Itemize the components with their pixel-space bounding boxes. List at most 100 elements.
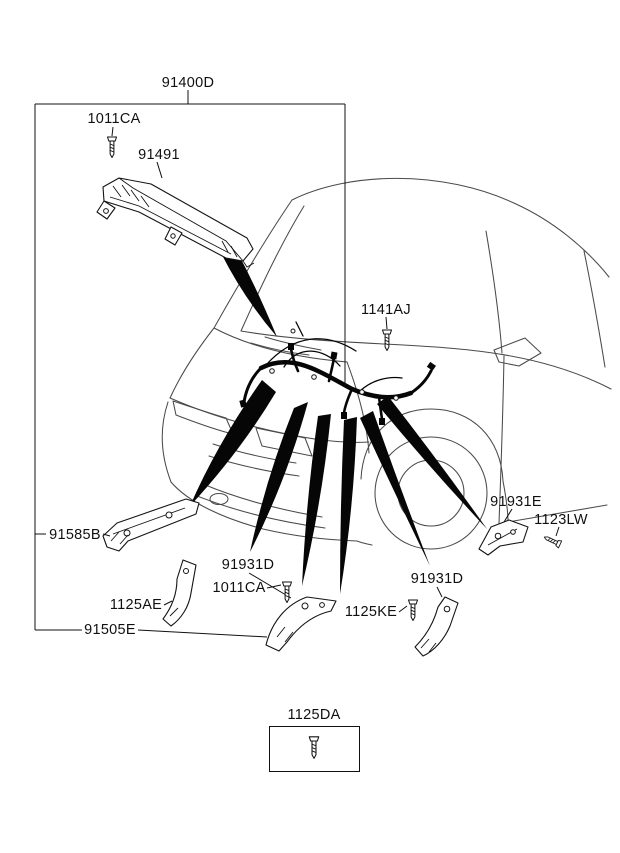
part-labels: 91400D 1011CA 91491 1141AJ 91931E 1123LW… [49, 75, 588, 723]
pointer-arrow-bracket-91931e [377, 396, 487, 529]
harness-connector [379, 418, 385, 425]
bracket-lower-right-hole [443, 605, 451, 613]
crossmember-hole [103, 208, 109, 214]
label-91505e: 91505E [84, 622, 136, 638]
crossmember-hole [170, 233, 176, 239]
bracket-right-body [478, 519, 529, 556]
harness-trunk [258, 359, 414, 400]
part-rail-left [102, 498, 200, 552]
wiper-arm-2 [264, 336, 322, 351]
leader-bolt-lower [398, 605, 408, 613]
pointer-arrows [190, 244, 487, 594]
leader-bracket-lower-right [436, 586, 443, 598]
label-91931e: 91931E [490, 494, 542, 510]
part-bracket-right [478, 519, 529, 556]
screw-1125ke [408, 599, 418, 621]
boxed-part-frame [269, 726, 360, 772]
pointer-arrow-bracket-mid-1 [250, 402, 308, 552]
harness-branch [289, 347, 300, 373]
crossmember-end-tab [242, 260, 255, 268]
leader-rail-lower [35, 629, 268, 638]
wiper-arm-1 [250, 342, 310, 356]
label-91931d-mid: 91931D [222, 557, 275, 573]
screw-1125da [308, 736, 320, 759]
wheel-arch [360, 408, 504, 482]
label-1123lw: 1123LW [534, 512, 588, 528]
pointer-arrow-rail-left [190, 380, 276, 506]
label-1125da: 1125DA [287, 707, 340, 723]
screw-1123lw [542, 533, 563, 549]
crossmember-fold [118, 177, 244, 262]
harness-branch [242, 366, 263, 404]
hood-front-edge [169, 397, 370, 443]
harness-branch [342, 387, 354, 415]
car-cowl [213, 327, 348, 363]
headlamp-left [172, 400, 234, 435]
rail-left-hole [123, 529, 131, 537]
harness-clip [393, 395, 399, 401]
label-91931d-right: 91931D [411, 571, 464, 587]
harness-connector [330, 351, 338, 360]
label-1141aj: 1141AJ [361, 302, 411, 318]
label-1125ae: 1125AE [110, 597, 162, 613]
harness-clip [269, 368, 275, 374]
car-door-line [498, 355, 505, 524]
leader-bolt-top [111, 126, 114, 137]
label-91491: 91491 [138, 147, 180, 163]
harness-connector [288, 343, 294, 350]
harness-wire [283, 350, 341, 368]
crossmember-hatch [112, 184, 238, 258]
car-roof [291, 177, 610, 278]
leader-bracket-mid [248, 572, 292, 599]
part-bracket-mid [265, 596, 337, 652]
harness-connector [426, 361, 436, 371]
harness-clip [311, 374, 317, 380]
harness-clip [359, 389, 365, 395]
crossmember-body [102, 177, 254, 262]
clip-left-body [162, 559, 197, 627]
rail-left-body [102, 498, 200, 552]
leader-screw-right [555, 526, 560, 537]
rail-left-fold [112, 507, 186, 535]
harness-wire [295, 321, 304, 337]
car-c-pillar [583, 250, 606, 368]
part-clip-left [162, 559, 197, 627]
part-cowl-crossmember [96, 177, 255, 268]
bracket-mid-hole [319, 602, 325, 608]
bracket-mid-body [265, 596, 337, 652]
pointer-arrow-bolt-lower [340, 417, 357, 594]
leader-clip-left [163, 600, 173, 606]
leader-lines [34, 90, 560, 638]
leader-bolt-mid [266, 584, 282, 589]
hood-left-edge [169, 327, 215, 399]
fog-lamp [209, 492, 229, 506]
label-1011ca-bottom: 1011CA [212, 580, 265, 596]
rail-left-hole [165, 511, 173, 519]
label-91400d: 91400D [162, 75, 215, 91]
fender-line [346, 361, 370, 454]
crossmember-fold [109, 196, 232, 255]
leader-bolt-cowl [385, 316, 388, 330]
clip-left-hatch [169, 607, 179, 617]
leader-bracket-right [503, 508, 513, 523]
harness-clip [290, 328, 296, 334]
leader-rail-left [35, 533, 111, 537]
screw-1141aj [382, 329, 392, 351]
clip-left-hole [183, 568, 189, 574]
rail-left-hatch [110, 531, 129, 545]
part-bracket-lower-right [414, 596, 459, 657]
leader-crossmember [156, 161, 163, 179]
pointer-arrow-bracket-right [360, 411, 430, 566]
bracket-right-hole [510, 529, 516, 535]
car-b-pillar [485, 230, 503, 354]
bracket-mid-hole [301, 602, 309, 610]
pointer-arrow-bracket-mid-2 [302, 414, 331, 586]
screw-1011ca-bottom [282, 581, 292, 603]
label-91585b: 91585B [49, 527, 101, 543]
bracket-mid-hatch [276, 626, 294, 643]
car-windshield-edge [240, 205, 305, 332]
harness-wire [265, 338, 357, 366]
harness-branch [377, 395, 384, 421]
label-1011ca-top: 1011CA [87, 111, 140, 127]
